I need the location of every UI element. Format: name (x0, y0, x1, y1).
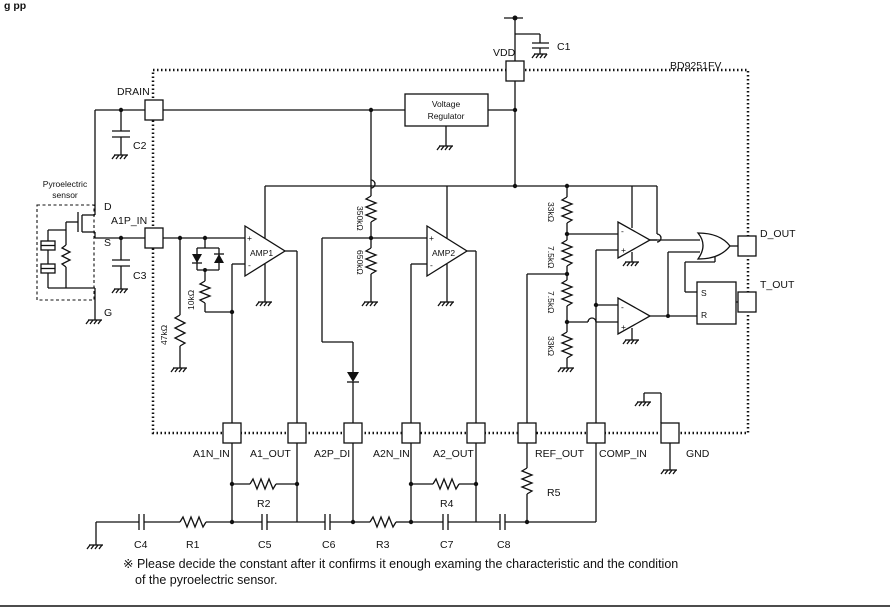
pin-a2p-di (343, 422, 363, 444)
label-c1: C1 (557, 41, 571, 53)
label-a1p-in: A1P_IN (111, 215, 147, 227)
amp2-label: AMP2 (432, 248, 455, 258)
label-vdd: VDD (493, 47, 516, 59)
regulator-label-line2: Regulator (428, 111, 465, 121)
label-a1-out: A1_OUT (250, 448, 291, 460)
label-a2-out: A2_OUT (433, 448, 474, 460)
comparator-lower (617, 296, 652, 336)
pin-vdd (505, 60, 525, 82)
sensor-label-line1: Pyroelectric (43, 179, 88, 189)
svg-text:-: - (621, 226, 624, 236)
pin-a2n-in (401, 422, 421, 444)
svg-text:+: + (621, 245, 626, 255)
label-r-350k: 350kΩ (355, 206, 365, 231)
amp1-label: AMP1 (250, 248, 273, 258)
footnote-line1: ※ Please decide the constant after it co… (123, 557, 679, 571)
label-sensor-g: G (104, 307, 112, 319)
pin-t-out (737, 291, 757, 313)
pin-drain (144, 99, 164, 121)
label-r4: R4 (440, 498, 454, 510)
label-c2: C2 (133, 140, 147, 152)
label-r1: R1 (186, 539, 200, 551)
label-a2p-di: A2P_DI (314, 448, 350, 460)
sr-r-label: R (701, 310, 707, 320)
label-r-650k: 650kΩ (355, 250, 365, 275)
label-c4: C4 (134, 539, 148, 551)
label-c6: C6 (322, 539, 336, 551)
label-sensor-d: D (104, 201, 112, 213)
voltage-regulator (404, 93, 489, 127)
amp2-opamp (426, 224, 469, 278)
pin-a2-out (466, 422, 486, 444)
label-r3: R3 (376, 539, 390, 551)
sensor-label-line2: sensor (52, 190, 78, 200)
svg-text:+: + (247, 233, 252, 243)
pin-d-out (737, 235, 757, 257)
label-c3: C3 (133, 270, 147, 282)
sr-latch (696, 281, 737, 325)
svg-text:-: - (248, 260, 251, 270)
pin-comp-in (586, 422, 606, 444)
amp1-opamp (244, 224, 287, 278)
vdd-supply (504, 15, 549, 61)
label-r-75k-a: 7.5kΩ (546, 246, 556, 268)
label-r-75k-b: 7.5kΩ (546, 291, 556, 313)
label-r-47k: 47kΩ (159, 325, 169, 345)
sr-s-label: S (701, 288, 707, 298)
label-comp-in: COMP_IN (599, 448, 647, 460)
label-ref-out: REF_OUT (535, 448, 585, 460)
pin-ref-out (517, 422, 537, 444)
label-c8: C8 (497, 539, 511, 551)
svg-text:+: + (429, 233, 434, 243)
svg-text:-: - (621, 302, 624, 312)
label-gnd: GND (686, 448, 710, 460)
label-a2n-in: A2N_IN (373, 448, 410, 460)
label-drain: DRAIN (117, 86, 150, 98)
label-a1n-in: A1N_IN (193, 448, 230, 460)
label-r-10k: 10kΩ (186, 290, 196, 310)
label-c7: C7 (440, 539, 454, 551)
or-gate (696, 232, 731, 260)
pyroelectric-sensor (36, 204, 95, 301)
pin-a1-out (287, 422, 307, 444)
pin-a1p-in (144, 227, 164, 249)
pin-gnd (660, 422, 680, 444)
svg-text:+: + (621, 322, 626, 332)
svg-text:-: - (430, 260, 433, 270)
label-c5: C5 (258, 539, 272, 551)
comparator-upper (617, 220, 652, 260)
label-r-33k-top: 33kΩ (546, 202, 556, 222)
chip-name: BD9251FV (670, 60, 721, 72)
label-d-out: D_OUT (760, 228, 796, 240)
label-r2: R2 (257, 498, 271, 510)
header-fragment: g pp (4, 0, 26, 12)
pin-a1n-in (222, 422, 242, 444)
label-t-out: T_OUT (760, 279, 795, 291)
label-r5: R5 (547, 487, 561, 499)
label-r-33k-bot: 33kΩ (546, 336, 556, 356)
footnote-line2: of the pyroelectric sensor. (135, 573, 278, 587)
regulator-label-line1: Voltage (432, 99, 461, 109)
label-sensor-s: S (104, 237, 111, 249)
